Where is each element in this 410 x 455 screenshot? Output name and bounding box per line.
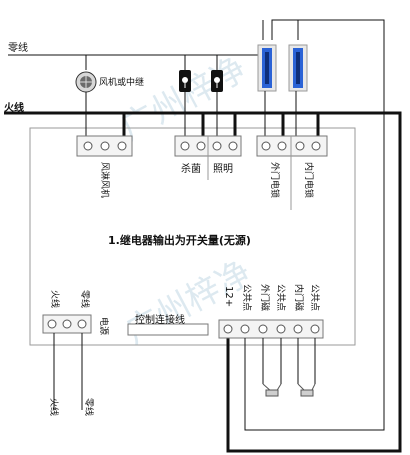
bottom-neutral-label: 零线 — [83, 398, 95, 416]
terminal-sterilize-label: 杀菌 — [181, 162, 201, 175]
neutral-line-label: 零线 — [8, 41, 28, 54]
fan-icon — [75, 71, 97, 93]
control-box — [29, 127, 356, 346]
power-live-label: 火线 — [49, 290, 61, 308]
common-label: 公共点 — [241, 284, 252, 311]
bottom-live-label: 火线 — [48, 398, 60, 416]
lighting-switch-icon — [211, 70, 223, 92]
signal-terminal-block — [218, 319, 324, 339]
common-loop-wire — [244, 19, 385, 431]
inner-lock-icon — [288, 44, 308, 92]
control-wire-label: 控制连接线 — [135, 313, 185, 326]
outer-common-label: 公共点 — [275, 284, 286, 311]
terminal-outer-lock-label: 外门电锁 — [269, 162, 281, 198]
power-terminal-block — [42, 314, 92, 334]
terminal-inner-lock-label: 内门电锁 — [303, 162, 315, 198]
terminal-block-sterilize-light — [174, 135, 242, 180]
inner-door-magnet-icon — [297, 383, 316, 397]
terminal-fan-label: 风淋风机 — [99, 162, 111, 198]
inner-common-label: 公共点 — [309, 284, 320, 311]
power-label: 电源 — [98, 317, 110, 335]
live-line-label: 火线 — [4, 101, 24, 114]
outer-lock-icon — [257, 44, 277, 92]
outer-door-mag-label: 外门磁 — [259, 284, 271, 311]
terminal-block-locks — [256, 135, 328, 210]
terminal-block-fan — [76, 135, 133, 157]
relay-note: 1.继电器输出为开关量(无源) — [108, 233, 251, 247]
fan-relay-label: 风机或中继 — [99, 76, 144, 88]
inner-door-mag-label: 内门磁 — [293, 284, 305, 311]
sterilize-switch-icon — [179, 70, 191, 92]
watermark-top: 广州梓净 — [114, 49, 253, 148]
power-neutral-label: 零线 — [79, 290, 91, 308]
v12-label: 12+ — [223, 286, 234, 307]
live-wire — [4, 111, 402, 453]
outer-door-magnet-icon — [262, 383, 282, 397]
terminal-lighting-label: 照明 — [213, 163, 233, 175]
control-wire-box — [127, 323, 209, 336]
